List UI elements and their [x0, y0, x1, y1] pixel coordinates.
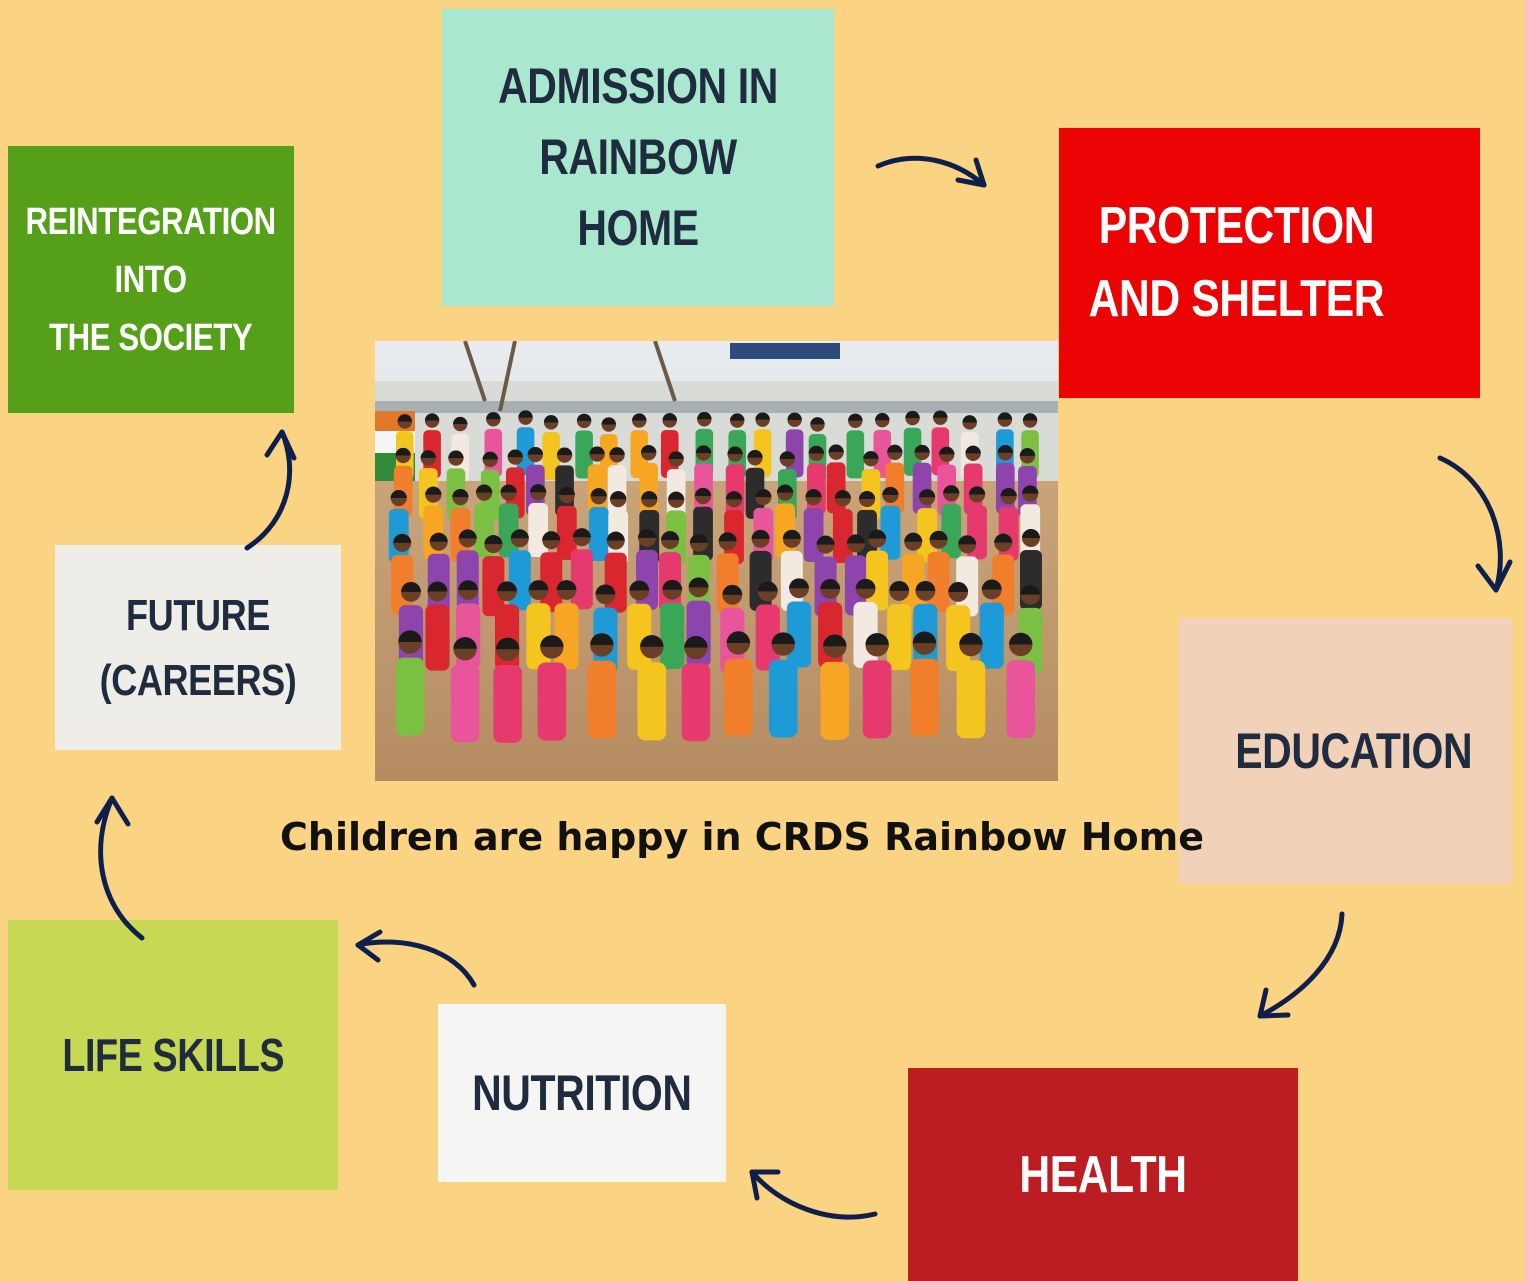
child-figure — [575, 413, 593, 479]
arrow-protection-to-education — [1437, 455, 1513, 593]
stage-nutrition-line-1: NUTRITION — [472, 1065, 692, 1121]
stage-health-label: HEALTH — [1019, 1145, 1187, 1205]
child-figure — [588, 488, 609, 562]
arrow-nutrition-to-lifeskills — [355, 929, 477, 988]
stage-education-label: EDUCATION — [1235, 721, 1472, 781]
child-figure — [540, 531, 563, 613]
group-photo-illustration — [375, 341, 1058, 781]
child-figure — [862, 633, 892, 739]
child-figure — [820, 634, 850, 740]
arrow-admission-to-protection — [875, 155, 987, 188]
child-figure — [516, 410, 535, 476]
stage-lifeskills-line-1: LIFE SKILLS — [62, 1029, 284, 1081]
stage-admission-label: ADMISSION IN RAINBOW HOME — [477, 51, 798, 264]
child-figure — [542, 415, 560, 480]
stage-future-box: FUTURE (CAREERS) — [55, 545, 341, 750]
stage-reintegration-line-2: INTO — [114, 258, 188, 301]
stage-future-line-1: FUTURE — [126, 590, 270, 640]
stage-lifeskills-label: LIFE SKILLS — [62, 1025, 284, 1085]
child-figure — [979, 579, 1004, 669]
stage-reintegration-line-3: THE SOCIETY — [49, 316, 253, 359]
child-figure — [857, 490, 877, 564]
stage-nutrition-label: NUTRITION — [472, 1063, 692, 1123]
child-figure — [425, 581, 450, 671]
stage-reintegration-label: REINTEGRATION INTO THE SOCIETY — [25, 193, 277, 367]
stage-reintegration-line-1: REINTEGRATION — [25, 200, 277, 243]
stage-education-box: EDUCATION — [1179, 618, 1512, 884]
stage-nutrition-box: NUTRITION — [438, 1004, 726, 1182]
stage-reintegration-box: REINTEGRATION INTO THE SOCIETY — [8, 146, 294, 413]
arrow-education-to-health — [1257, 911, 1345, 1019]
child-figure — [992, 533, 1015, 615]
child-figure — [902, 532, 925, 614]
stage-health-box: HEALTH — [908, 1068, 1298, 1281]
arrow-health-to-nutrition — [749, 1169, 878, 1220]
child-figure — [768, 632, 798, 738]
child-figure — [570, 528, 593, 610]
child-figure — [917, 489, 937, 563]
arrow-lifeskills-to-future — [94, 795, 145, 941]
stage-protection-line-2: AND SHELTER — [1088, 270, 1385, 328]
child-figure — [637, 635, 667, 741]
child-figure — [844, 534, 867, 616]
child-figure — [493, 637, 522, 743]
child-figure — [660, 579, 685, 669]
child-figure — [956, 535, 979, 617]
stage-protection-line-1: PROTECTION — [1098, 197, 1375, 255]
child-figure — [482, 535, 505, 617]
stage-health-line-1: HEALTH — [1019, 1145, 1187, 1204]
child-figure — [941, 485, 962, 559]
child-figure — [537, 635, 567, 741]
group-photo — [375, 341, 1058, 781]
stage-education-line-1: EDUCATION — [1235, 723, 1473, 779]
child-figure — [745, 450, 765, 519]
arrow-future-to-reintegration — [244, 429, 297, 551]
stage-lifeskills-box: LIFE SKILLS — [8, 920, 338, 1190]
child-figure — [946, 582, 971, 672]
stage-future-line-2: (CAREERS) — [99, 655, 297, 705]
child-figure — [956, 632, 986, 739]
child-figure — [724, 631, 753, 737]
child-figure — [832, 490, 853, 564]
child-figure — [1006, 632, 1036, 739]
stage-admission-box: ADMISSION IN RAINBOW HOME — [442, 9, 834, 306]
child-figure — [846, 413, 865, 479]
child-figure — [755, 581, 780, 671]
child-figure — [880, 486, 901, 560]
stage-admission-line-2: RAINBOW HOME — [539, 129, 737, 256]
child-figure — [786, 578, 812, 668]
stage-protection-box: PROTECTION AND SHELTER — [1059, 128, 1480, 398]
child-figure — [395, 630, 425, 736]
child-figure — [681, 635, 711, 742]
child-figure — [910, 631, 939, 737]
photo-caption: Children are happy in CRDS Rainbow Home — [280, 815, 1204, 859]
child-figure — [450, 637, 480, 743]
child-figure — [753, 412, 772, 478]
stage-future-label: FUTURE (CAREERS) — [100, 583, 297, 713]
stage-protection-label: PROTECTION AND SHELTER — [1089, 190, 1385, 336]
child-figure — [587, 633, 617, 739]
child-figure — [556, 486, 577, 560]
child-figure — [887, 581, 912, 671]
stage-admission-line-1: ADMISSION IN — [498, 58, 778, 114]
